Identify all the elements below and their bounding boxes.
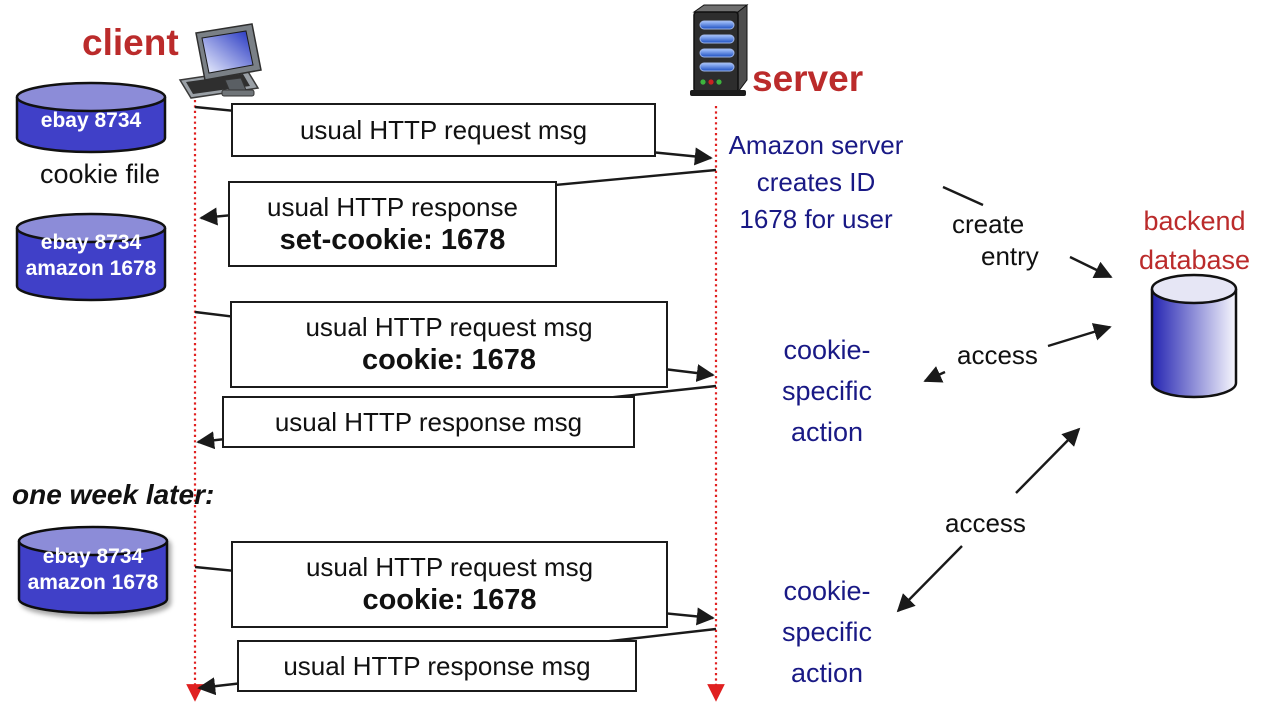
create-label: create [952, 209, 1025, 239]
entry-label: entry [981, 241, 1039, 271]
creates-id-line1: Amazon server [728, 130, 904, 160]
cookie-specific-action-note-2: cookie- specific action [746, 571, 908, 694]
msg-request-3-cookie: cookie: 1678 [362, 584, 537, 616]
msg-response-2: usual HTTP response msg [222, 396, 635, 448]
server-tower-icon [690, 3, 749, 96]
msg-response-1-setcookie: set-cookie: 1678 [279, 223, 506, 256]
msg-response-3: usual HTTP response msg [237, 640, 637, 692]
client-computer-icon [178, 23, 262, 99]
cookie-jar-initial-icon [15, 81, 167, 154]
cookie-action2-line3: action [790, 658, 864, 688]
cookie-file-caption: cookie file [39, 159, 161, 189]
cookie-specific-action-note-1: cookie- specific action [746, 330, 908, 453]
creates-id-line3: 1678 for user [739, 204, 893, 234]
arrow-access2-to-db [1015, 427, 1081, 494]
cookie-jar-week-later-icon [17, 525, 169, 615]
msg-request-2-cookie: cookie: 1678 [361, 344, 537, 376]
backend-line1: backend [1143, 206, 1246, 236]
msg-request-2-text: usual HTTP request msg [305, 312, 593, 342]
backend-line2: database [1138, 245, 1251, 275]
cookie-jar-after-label: ebay 8734 amazon 1678 [21, 230, 161, 282]
arrow-access1-to-db [1047, 323, 1112, 348]
cookie-jar-week-line1: ebay 8734 [42, 545, 144, 568]
msg-response-3-text: usual HTTP response msg [283, 650, 591, 681]
msg-request-1-text: usual HTTP request msg [299, 114, 588, 145]
cookie-action1-line3: action [790, 417, 864, 447]
cookie-action1-line2: specific [781, 376, 873, 406]
cookie-action2-line1: cookie- [783, 576, 871, 606]
cookie-action2-line2: specific [781, 617, 873, 647]
server-creates-id-note: Amazon server creates ID 1678 for user [716, 127, 916, 238]
msg-request-2: usual HTTP request msg cookie: 1678 [230, 301, 668, 388]
backend-database-icon [1150, 273, 1238, 399]
cookie-jar-week-line2: amazon 1678 [27, 571, 159, 594]
msg-response-1-text: usual HTTP response [267, 191, 518, 222]
msg-response-2-text: usual HTTP response msg [274, 406, 583, 437]
access-label-2: access [945, 508, 1026, 538]
cookie-jar-after-line1: ebay 8734 [40, 231, 142, 254]
msg-response-1: usual HTTP response set-cookie: 1678 [228, 181, 557, 267]
msg-request-1: usual HTTP request msg [231, 103, 656, 157]
msg-request-3-text: usual HTTP request msg [305, 552, 594, 582]
client-title: client [82, 22, 179, 63]
arrow-access2-to-server [896, 545, 963, 613]
one-week-later-label: one week later: [12, 479, 215, 510]
leader-create-entry [942, 185, 984, 207]
msg-request-3: usual HTTP request msg cookie: 1678 [231, 541, 668, 628]
backend-database-label: backend database [1112, 202, 1277, 280]
server-title: server [752, 58, 864, 99]
access-label-1: access [957, 340, 1038, 370]
cookie-jar-after-line2: amazon 1678 [25, 257, 157, 280]
cookie-jar-after-icon [15, 212, 167, 302]
cookie-jar-initial-label: ebay 8734 [40, 109, 142, 132]
creates-id-line2: creates ID [756, 167, 876, 197]
cookie-jar-week-later-label: ebay 8734 amazon 1678 [23, 544, 163, 596]
cookie-action1-line1: cookie- [783, 335, 871, 365]
arrow-create-entry [1069, 255, 1113, 279]
arrow-access1-to-server [923, 366, 946, 383]
